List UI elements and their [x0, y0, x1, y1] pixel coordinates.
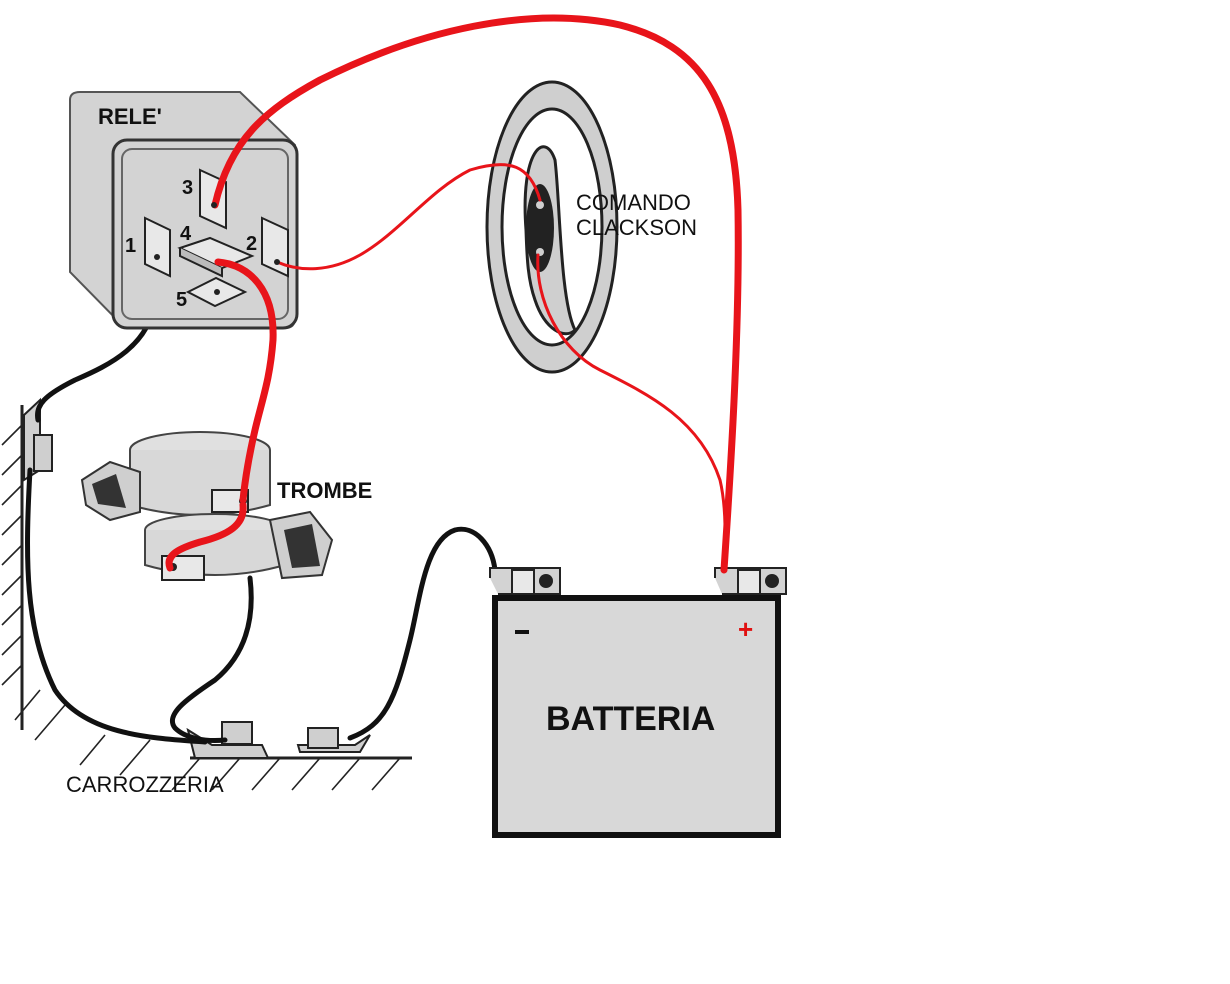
relay-pin-3-label: 3 [182, 177, 193, 199]
body-ground-label: CARROZZERIA [66, 772, 224, 797]
relay-pin-2-label: 2 [246, 233, 257, 255]
relay-pin-5-label: 5 [176, 289, 187, 311]
horn-icon [80, 431, 334, 581]
ground-bolt-right [296, 727, 371, 753]
horn-switch-label-line1: COMANDO [576, 190, 691, 215]
wire-terminals [154, 202, 280, 265]
relay-label: RELE' [98, 104, 162, 129]
positive-wires [165, 14, 742, 574]
battery-minus-sign [515, 630, 529, 634]
horns-label: TROMBE [277, 478, 372, 503]
relay-pin-1-label: 1 [125, 235, 136, 257]
battery-icon [489, 567, 787, 838]
battery-plus-sign: + [738, 614, 753, 644]
ground-wires [25, 257, 498, 745]
battery-label: BATTERIA [546, 700, 715, 738]
horn-switch-label-line2: CLACKSON [576, 215, 697, 240]
ground-hatch-icon [1, 405, 412, 791]
relay-pin-4-label: 4 [180, 223, 192, 245]
steering-wheel-icon [485, 80, 619, 374]
